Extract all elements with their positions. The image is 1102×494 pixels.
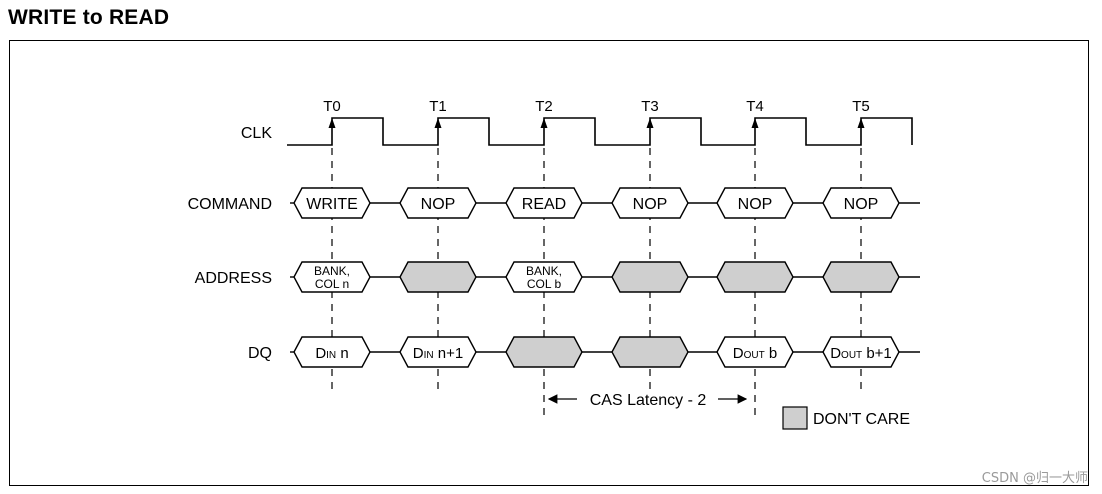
clock-edge-label: T4 bbox=[746, 98, 764, 115]
clk-rising-edge-arrow bbox=[540, 118, 548, 128]
address-value-line1: BANK, bbox=[526, 264, 562, 278]
diagram-frame bbox=[9, 40, 1089, 486]
clock-edge-label: T5 bbox=[852, 98, 870, 115]
legend-dontcare-label: DON'T CARE bbox=[813, 411, 910, 428]
signal-label-command: COMMAND bbox=[188, 196, 272, 213]
clk-rising-edge-arrow bbox=[751, 118, 759, 128]
dq-value: DIN n bbox=[315, 345, 348, 362]
signal-label-address: ADDRESS bbox=[195, 270, 272, 287]
address-dontcare-cell bbox=[716, 261, 794, 293]
address-value-line1: BANK, bbox=[314, 264, 350, 278]
address-dontcare-cell bbox=[399, 261, 477, 293]
clock-edge-label: T3 bbox=[641, 98, 659, 115]
clk-rising-edge-arrow bbox=[646, 118, 654, 128]
diagram-title: WRITE to READ bbox=[8, 6, 170, 29]
address-dontcare-cell bbox=[611, 261, 689, 293]
command-value: READ bbox=[522, 196, 566, 213]
clock-edge-label: T1 bbox=[429, 98, 447, 115]
dq-dontcare-cell bbox=[505, 336, 583, 368]
command-value: NOP bbox=[844, 196, 879, 213]
address-dontcare-cell bbox=[822, 261, 900, 293]
clock-edge-label: T0 bbox=[323, 98, 341, 115]
address-value-line2: COL n bbox=[315, 277, 349, 291]
command-value: NOP bbox=[633, 196, 668, 213]
dq-value: DOUT b bbox=[733, 345, 777, 362]
dq-dontcare-cell bbox=[611, 336, 689, 368]
signal-label-dq: DQ bbox=[248, 345, 272, 362]
clk-waveform bbox=[287, 117, 913, 146]
address-value-line2: COL b bbox=[527, 277, 562, 291]
clk-rising-edge-arrow bbox=[857, 118, 865, 128]
signal-label-clk: CLK bbox=[241, 125, 272, 142]
watermark: CSDN @归一大师 bbox=[981, 471, 1088, 486]
clk-rising-edge-arrow bbox=[434, 118, 442, 128]
cas-latency-label: CAS Latency - 2 bbox=[590, 392, 707, 409]
dq-value: DOUT b+1 bbox=[830, 345, 892, 362]
command-value: NOP bbox=[421, 196, 456, 213]
clk-rising-edge-arrow bbox=[328, 118, 336, 128]
legend-dontcare-swatch bbox=[782, 406, 808, 430]
command-value: WRITE bbox=[306, 196, 358, 213]
dq-value: DIN n+1 bbox=[413, 345, 463, 362]
clock-edge-label: T2 bbox=[535, 98, 553, 115]
command-value: NOP bbox=[738, 196, 773, 213]
